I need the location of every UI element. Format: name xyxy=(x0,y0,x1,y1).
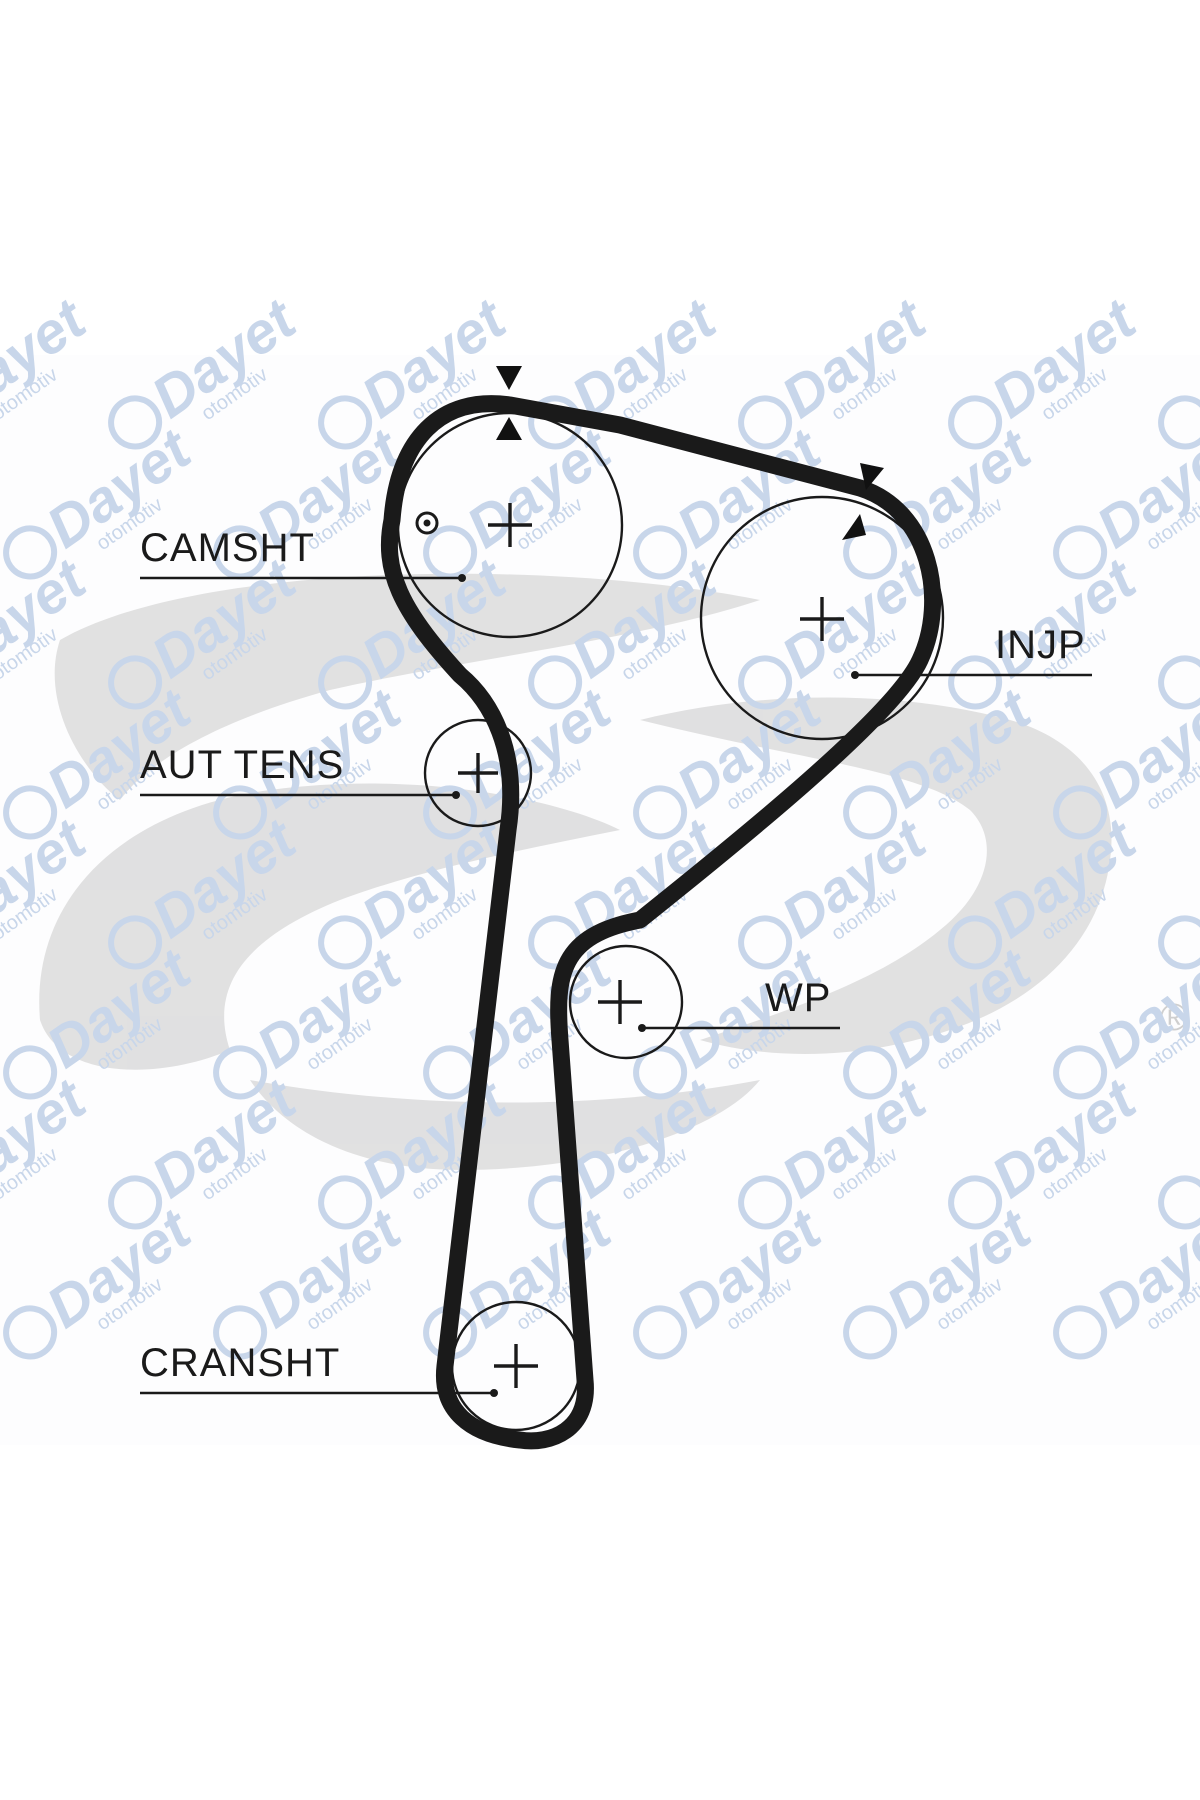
watermark-logo-icon xyxy=(948,1175,1003,1230)
logo-swoosh-bottom xyxy=(250,1080,760,1170)
auto-tensioner-leader-dot xyxy=(452,791,460,799)
crankshaft-leader-dot xyxy=(490,1389,498,1397)
logo-swoosh-left xyxy=(39,783,620,1070)
water-pump-pulley-circle xyxy=(568,944,684,1060)
brand-logo-watermark xyxy=(39,573,1112,1170)
watermark-logo-icon xyxy=(3,1305,58,1360)
watermark-logo-icon xyxy=(738,655,793,710)
leader-lines xyxy=(140,574,1092,1397)
camshaft-timing-dot-center xyxy=(423,519,431,527)
watermark-logo-icon xyxy=(633,1045,688,1100)
logo-swoosh-right xyxy=(640,697,1112,1054)
crankshaft-label: CRANSHT xyxy=(140,1341,340,1385)
watermark-logo-icon xyxy=(843,1305,898,1360)
watermark-logo-icon xyxy=(213,1305,268,1360)
watermark-logo-icon xyxy=(1158,655,1200,710)
injection-pump-pulley-circle xyxy=(699,495,945,741)
watermark-logo-icon xyxy=(108,1175,163,1230)
injection-pump-timing-arrow-up-icon xyxy=(842,514,866,540)
watermark-logo-icon xyxy=(738,395,793,450)
logo-swoosh-top xyxy=(54,573,760,800)
watermark-logo-icon xyxy=(213,785,268,840)
injection-pump-label: INJP xyxy=(995,623,1086,667)
camshaft-timing-arrow-up-icon xyxy=(496,417,522,440)
watermark-logo-icon xyxy=(1158,1175,1200,1230)
auto-tensioner-label: AUT TENS xyxy=(140,743,344,787)
watermark-logo-icon xyxy=(528,655,583,710)
watermark-logo-icon xyxy=(1158,915,1200,970)
watermark-logo-icon xyxy=(738,915,793,970)
watermark-logo-icon xyxy=(843,1045,898,1100)
camshaft-label: CAMSHT xyxy=(140,526,315,570)
injection-pump-timing-arrow-down-icon xyxy=(860,463,884,490)
watermark-logo-icon xyxy=(1053,1305,1108,1360)
watermark-logo-icon xyxy=(318,655,373,710)
water-pump-label: WP xyxy=(765,976,831,1020)
watermark-logo-icon xyxy=(633,525,688,580)
watermark-logo-icon xyxy=(213,525,268,580)
camshaft-leader-dot xyxy=(458,574,466,582)
watermark-logo-icon xyxy=(213,1045,268,1100)
watermark-logo-icon xyxy=(423,525,478,580)
watermark-logo-icon xyxy=(108,395,163,450)
watermark-logo-icon xyxy=(948,915,1003,970)
timing-marks xyxy=(496,366,884,540)
watermark-logo-icon xyxy=(318,1175,373,1230)
injection-pump-leader-dot xyxy=(851,671,859,679)
timing-belt xyxy=(380,395,942,1450)
watermark-logo-icon xyxy=(1158,395,1200,450)
watermark-logo-icon xyxy=(1053,525,1108,580)
watermark-logo-icon xyxy=(318,915,373,970)
watermark-logo-icon xyxy=(423,1305,478,1360)
water-pump-pulley xyxy=(568,944,684,1060)
watermark-logo-icon xyxy=(633,785,688,840)
watermark-logo-icon xyxy=(948,655,1003,710)
watermark-logo-icon xyxy=(1053,1045,1108,1100)
watermark-logo-icon xyxy=(1053,785,1108,840)
watermark-logo-icon xyxy=(3,525,58,580)
component-labels: CAMSHT INJP AUT TENS WP CRANSHT xyxy=(140,526,1086,1385)
registered-mark: ® xyxy=(1160,997,1188,1039)
camshaft-timing-dot-icon xyxy=(415,511,439,535)
watermark-logo-icon xyxy=(738,1175,793,1230)
injection-pump-pulley xyxy=(699,495,945,741)
watermark-logo-icon xyxy=(423,1045,478,1100)
watermark-logo-icon xyxy=(633,1305,688,1360)
watermark-logo-icon xyxy=(3,1045,58,1100)
watermark-logo-icon xyxy=(843,785,898,840)
watermark-logo-icon xyxy=(108,915,163,970)
auto-tensioner-pulley xyxy=(423,718,533,828)
watermark-logo-icon xyxy=(108,655,163,710)
watermark-logo-icon xyxy=(423,785,478,840)
camshaft-timing-arrow-down-icon xyxy=(496,366,522,390)
watermark-logo-icon xyxy=(948,395,1003,450)
watermark-logo-icon xyxy=(318,395,373,450)
water-pump-leader-dot xyxy=(638,1024,646,1032)
auto-tensioner-pulley-circle xyxy=(423,718,533,828)
pulleys xyxy=(396,411,945,1432)
watermark-logo-icon xyxy=(3,785,58,840)
